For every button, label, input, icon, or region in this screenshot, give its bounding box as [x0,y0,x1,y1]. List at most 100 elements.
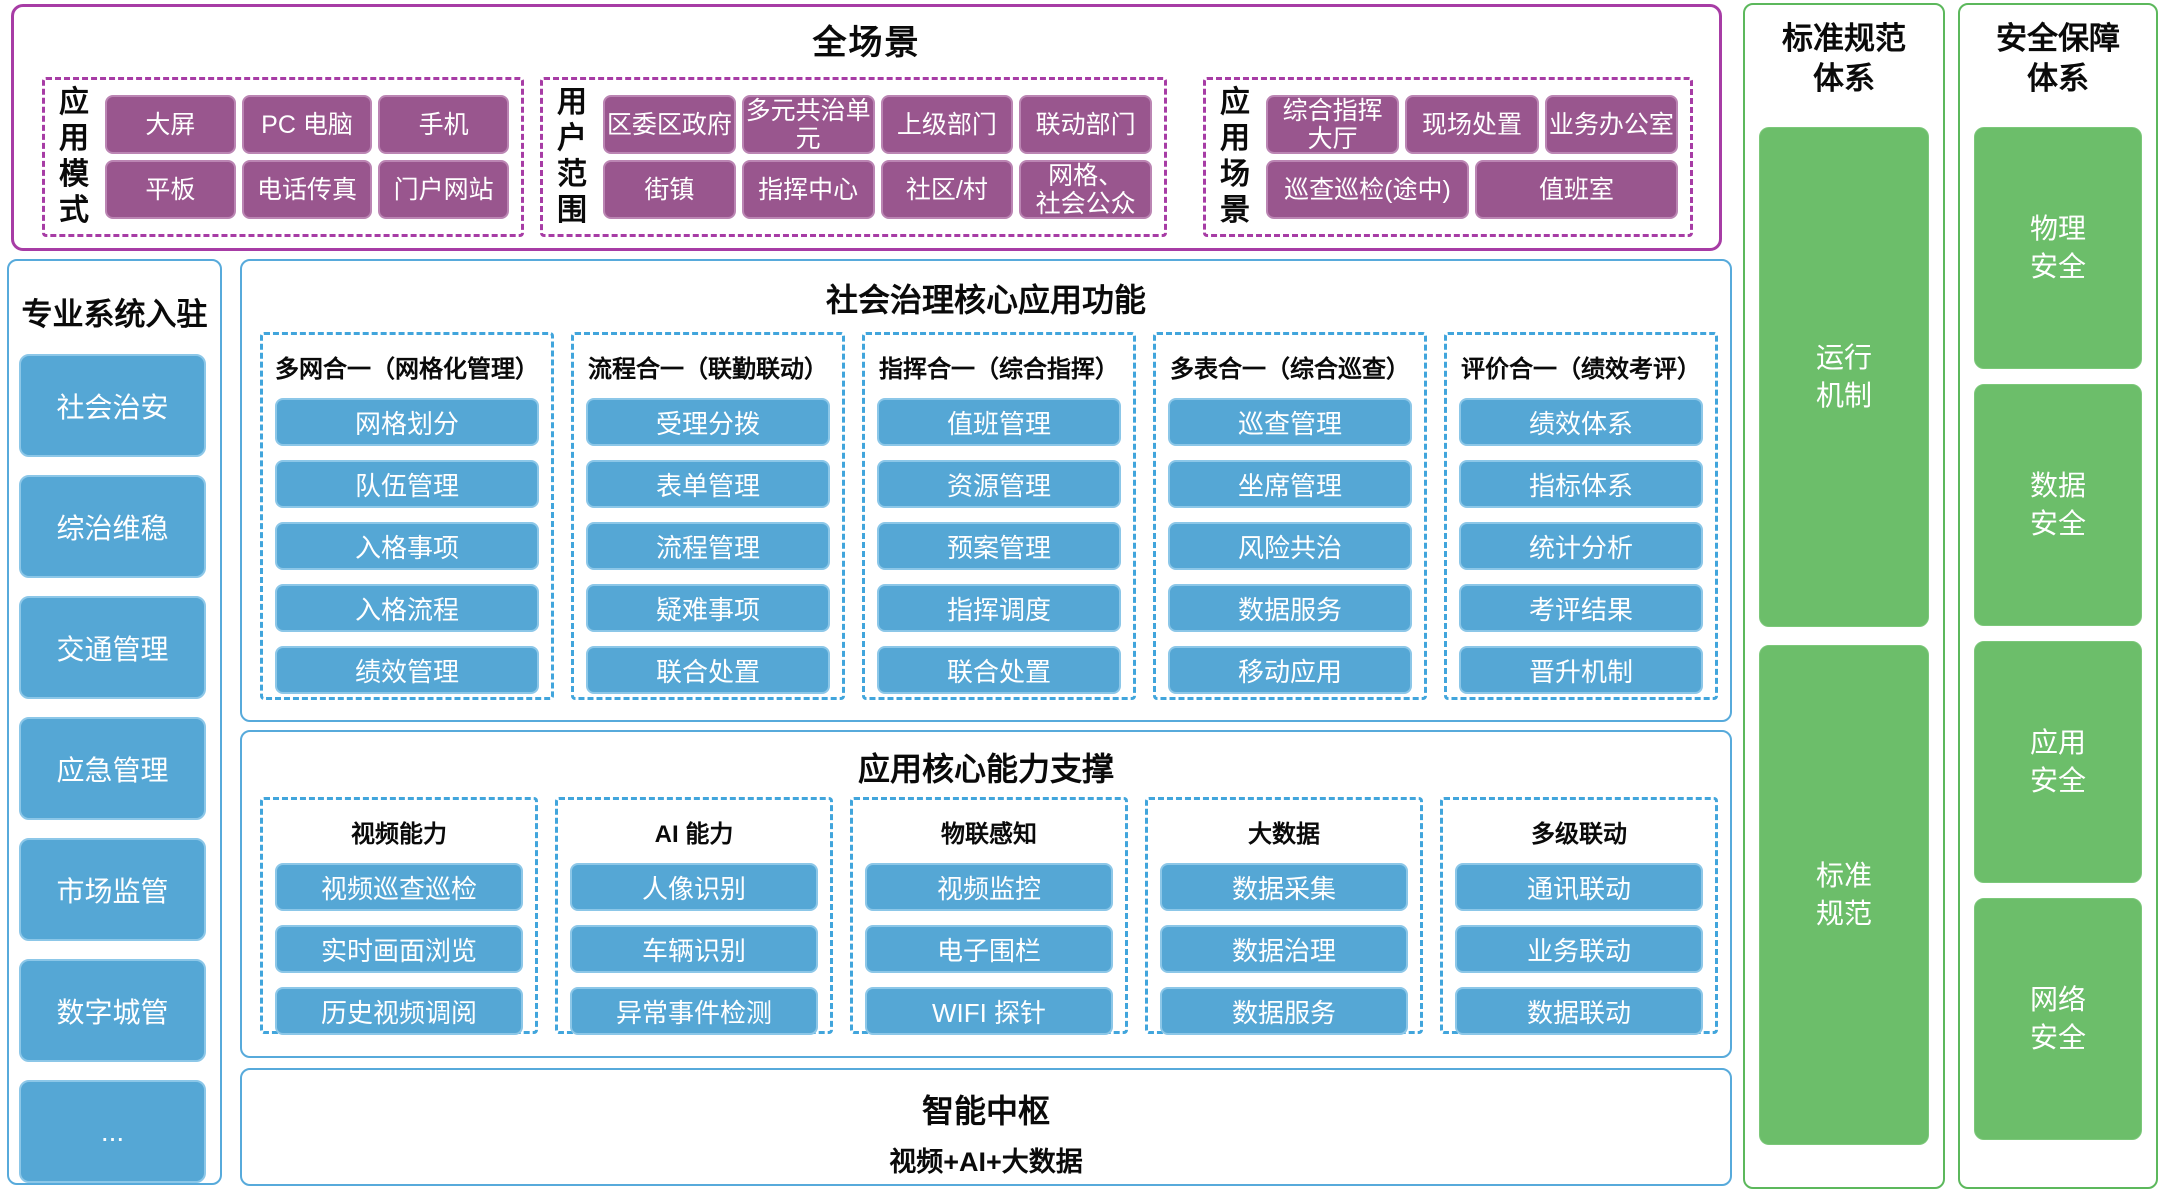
system-box: 数字城管 [19,959,206,1062]
group-label: 用户范围 [557,86,587,227]
user-box: 社区/村 [880,160,1014,219]
security-box: 数据 安全 [1974,384,2142,626]
intelligent-hub-section: 智能中枢 视频+AI+大数据 [240,1068,1732,1186]
function-box: 网格划分 [275,398,539,446]
capability-box: 数据采集 [1160,863,1408,911]
core-functions-title: 社会治理核心应用功能 [825,282,1146,318]
security-system-panel: 安全保障 体系 物理 安全 数据 安全 应用 安全 网络 安全 [1958,3,2158,1189]
function-box: 入格流程 [275,584,539,632]
capability-column-linkage: 多级联动 通讯联动 业务联动 数据联动 [1440,797,1718,1035]
function-box: 预案管理 [877,522,1121,570]
capability-box: WIFI 探针 [865,987,1113,1035]
capability-box: 历史视频调阅 [275,987,523,1035]
full-scene-title: 全场景 [812,24,921,62]
function-box: 指挥调度 [877,584,1121,632]
capability-box: 电子围栏 [865,925,1113,973]
full-scene-groups: 应用模式 大屏 PC 电脑 手机 平板 电话传真 门户网站 用户范围 [42,77,1693,237]
capability-column-iot: 物联感知 视频监控 电子围栏 WIFI 探针 [850,797,1128,1035]
capability-box: 数据联动 [1455,987,1703,1035]
column-header: AI 能力 [654,821,734,848]
function-box: 入格事项 [275,522,539,570]
function-box: 资源管理 [877,460,1121,508]
scene-box: 现场处置 [1405,95,1539,154]
function-column-grid: 多网合一（网格化管理） 网格划分 队伍管理 入格事项 入格流程 绩效管理 [260,332,554,700]
mode-box: 电话传真 [241,160,373,219]
system-box: 社会治安 [19,354,206,457]
capability-box: 实时画面浏览 [275,925,523,973]
capability-column-video: 视频能力 视频巡查巡检 实时画面浏览 历史视频调阅 [260,797,538,1035]
user-box: 街镇 [603,160,736,219]
intelligent-hub-title: 智能中枢 [921,1093,1050,1129]
capability-box: 数据治理 [1160,925,1408,973]
capability-box: 数据服务 [1160,987,1408,1035]
intelligent-hub-subtitle: 视频+AI+大数据 [889,1147,1083,1177]
scene-box: 值班室 [1475,160,1678,219]
scene-box: 业务办公室 [1544,95,1678,154]
group-user-scope: 用户范围 区委区政府 多元共治单元 上级部门 联动部门 街镇 指挥中心 社区/村… [540,77,1167,237]
capability-column-bigdata: 大数据 数据采集 数据治理 数据服务 [1145,797,1423,1035]
capability-box: 业务联动 [1455,925,1703,973]
function-box: 绩效体系 [1459,398,1703,446]
user-box: 上级部门 [880,95,1014,154]
group-application-scenes: 应用场景 综合指挥 大厅 现场处置 业务办公室 巡查巡检(途中) 值班室 [1203,77,1693,237]
professional-systems-panel: 专业系统入驻 社会治安 综治维稳 交通管理 应急管理 市场监管 数字城管 ... [7,259,222,1185]
capability-box: 人像识别 [570,863,818,911]
user-box: 区委区政府 [603,95,736,154]
column-header: 评价合一（绩效考评） [1461,356,1701,383]
function-box: 值班管理 [877,398,1121,446]
function-box: 流程管理 [586,522,830,570]
function-box: 疑难事项 [586,584,830,632]
function-box: 统计分析 [1459,522,1703,570]
column-header: 视频能力 [351,821,447,848]
function-box: 移动应用 [1168,646,1412,694]
mode-box: 门户网站 [378,160,510,219]
column-header: 多级联动 [1531,821,1627,848]
function-column-command: 指挥合一（综合指挥） 值班管理 资源管理 预案管理 指挥调度 联合处置 [862,332,1136,700]
column-header: 多表合一（综合巡查） [1170,356,1410,383]
function-box: 坐席管理 [1168,460,1412,508]
function-column-process: 流程合一（联勤联动） 受理分拨 表单管理 流程管理 疑难事项 联合处置 [571,332,845,700]
mode-box: PC 电脑 [241,95,373,154]
mode-box: 大屏 [105,95,236,154]
capability-box: 通讯联动 [1455,863,1703,911]
function-box: 晋升机制 [1459,646,1703,694]
mode-box: 平板 [105,160,236,219]
standards-system-title: 标准规范 体系 [1782,21,1906,97]
function-column-inspection: 多表合一（综合巡查） 巡查管理 坐席管理 风险共治 数据服务 移动应用 [1153,332,1427,700]
system-box: 交通管理 [19,596,206,699]
standards-box: 运行 机制 [1759,127,1929,627]
function-box: 受理分拨 [586,398,830,446]
core-functions-section: 社会治理核心应用功能 多网合一（网格化管理） 网格划分 队伍管理 入格事项 入格… [240,259,1732,722]
column-header: 物联感知 [941,821,1037,848]
function-box: 绩效管理 [275,646,539,694]
scene-box: 综合指挥 大厅 [1266,95,1400,154]
function-box: 表单管理 [586,460,830,508]
capability-column-ai: AI 能力 人像识别 车辆识别 异常事件检测 [555,797,833,1035]
group-label: 应用模式 [59,86,89,227]
mode-box: 手机 [378,95,510,154]
capability-box: 异常事件检测 [570,987,818,1035]
capability-box: 视频巡查巡检 [275,863,523,911]
user-box: 网格、 社会公众 [1019,160,1152,219]
system-box: 应急管理 [19,717,206,820]
security-box: 应用 安全 [1974,641,2142,883]
security-system-title: 安全保障 体系 [1996,21,2120,97]
scene-box: 巡查巡检(途中) [1266,160,1469,219]
column-header: 指挥合一（综合指挥） [879,356,1119,383]
user-box: 联动部门 [1019,95,1152,154]
column-header: 流程合一（联勤联动） [588,356,828,383]
function-box: 考评结果 [1459,584,1703,632]
function-box: 联合处置 [586,646,830,694]
security-box: 网络 安全 [1974,898,2142,1140]
capability-box: 车辆识别 [570,925,818,973]
core-capabilities-section: 应用核心能力支撑 视频能力 视频巡查巡检 实时画面浏览 历史视频调阅 AI 能力… [240,730,1732,1058]
group-label: 应用场景 [1220,86,1250,227]
user-box: 多元共治单元 [741,95,875,154]
capability-box: 视频监控 [865,863,1113,911]
system-box: 市场监管 [19,838,206,941]
professional-systems-title: 专业系统入驻 [21,297,208,332]
function-column-evaluation: 评价合一（绩效考评） 绩效体系 指标体系 统计分析 考评结果 晋升机制 [1444,332,1718,700]
system-box: 综治维稳 [19,475,206,578]
security-box: 物理 安全 [1974,127,2142,369]
